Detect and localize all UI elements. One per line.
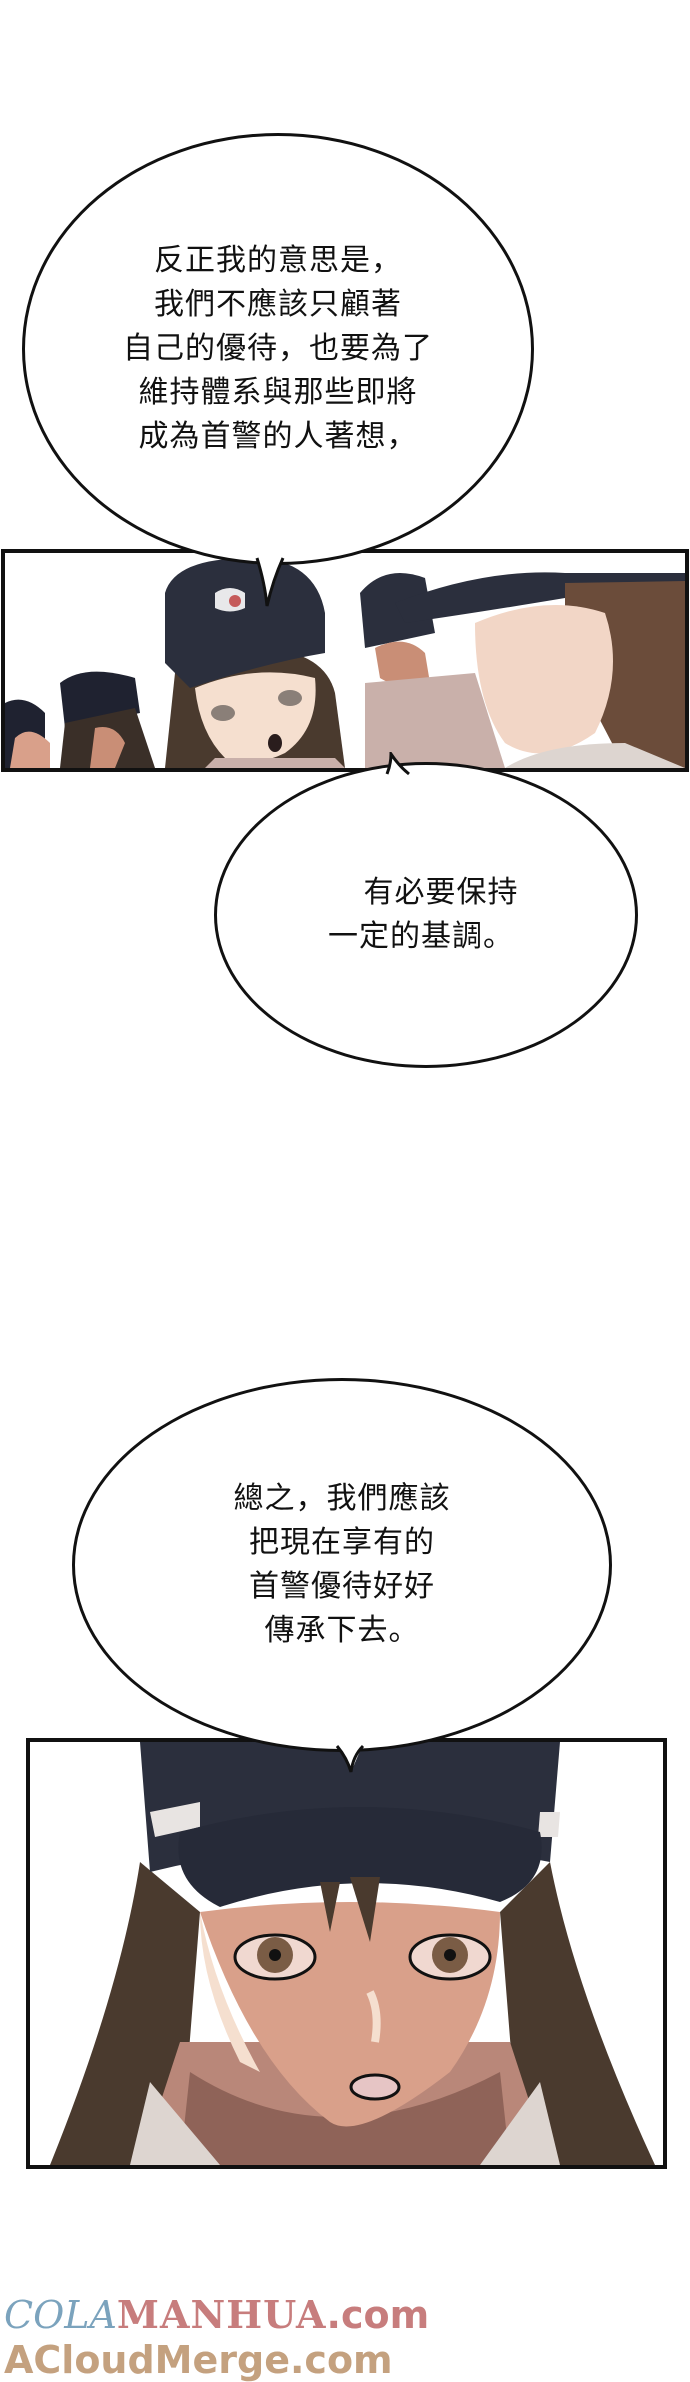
bubble-3-text: 總之，我們應該 把現在享有的 首警優待好好 傳承下去。 (234, 1477, 451, 1653)
speech-bubble-3: 總之，我們應該 把現在享有的 首警優待好好 傳承下去。 (72, 1378, 612, 1752)
bubble-1-line-4: 維持體系與那些即將 (138, 375, 418, 410)
bubble-1-text: 反正我的意思是， 我們不應該只顧著 自己的優待，也要為了 維持體系與那些即將 成… (123, 239, 433, 459)
bubble-1-tail (255, 557, 285, 607)
bubble-3-tail (335, 1744, 365, 1773)
bubble-3-line-1: 總之，我們應該 (233, 1481, 451, 1516)
watermark-manhua: MANHUA (116, 2292, 327, 2337)
speech-bubble-2: 有必要保持 一定的基調。 (214, 762, 638, 1068)
bubble-2-text: 有必要保持 一定的基調。 (324, 871, 519, 959)
watermark-colamanhua: COLAMANHUA.com (4, 2292, 429, 2337)
bubble-1-line-2: 我們不應該只顧著 (154, 287, 402, 322)
watermark-cola: COLA (4, 2293, 117, 2337)
bubble-2-line-1: 有必要保持 (363, 875, 519, 910)
bubble-1-line-3: 自己的優待，也要為了 (123, 331, 433, 366)
bubble-3-line-3: 首警優待好好 (249, 1569, 435, 1604)
panel-1-group-scene (1, 549, 689, 772)
watermark-acloudmerge: ACloudMerge.com (4, 2338, 393, 2382)
bubble-2-tail (385, 752, 410, 776)
speech-bubble-1: 反正我的意思是， 我們不應該只顧著 自己的優待，也要為了 維持體系與那些即將 成… (22, 133, 534, 565)
watermark-dotcom: .com (326, 2293, 430, 2337)
panel-1-illustration (5, 553, 685, 768)
bubble-1-line-1: 反正我的意思是， (154, 243, 402, 278)
bubble-3-line-2: 把現在享有的 (249, 1525, 435, 1560)
panel-2-illustration (30, 1742, 663, 2165)
panel-2-closeup (26, 1738, 667, 2169)
bubble-2-line-2: 一定的基調。 (328, 919, 514, 954)
bubble-1-line-5: 成為首警的人著想， (138, 419, 418, 454)
bubble-3-line-4: 傳承下去。 (264, 1613, 420, 1648)
